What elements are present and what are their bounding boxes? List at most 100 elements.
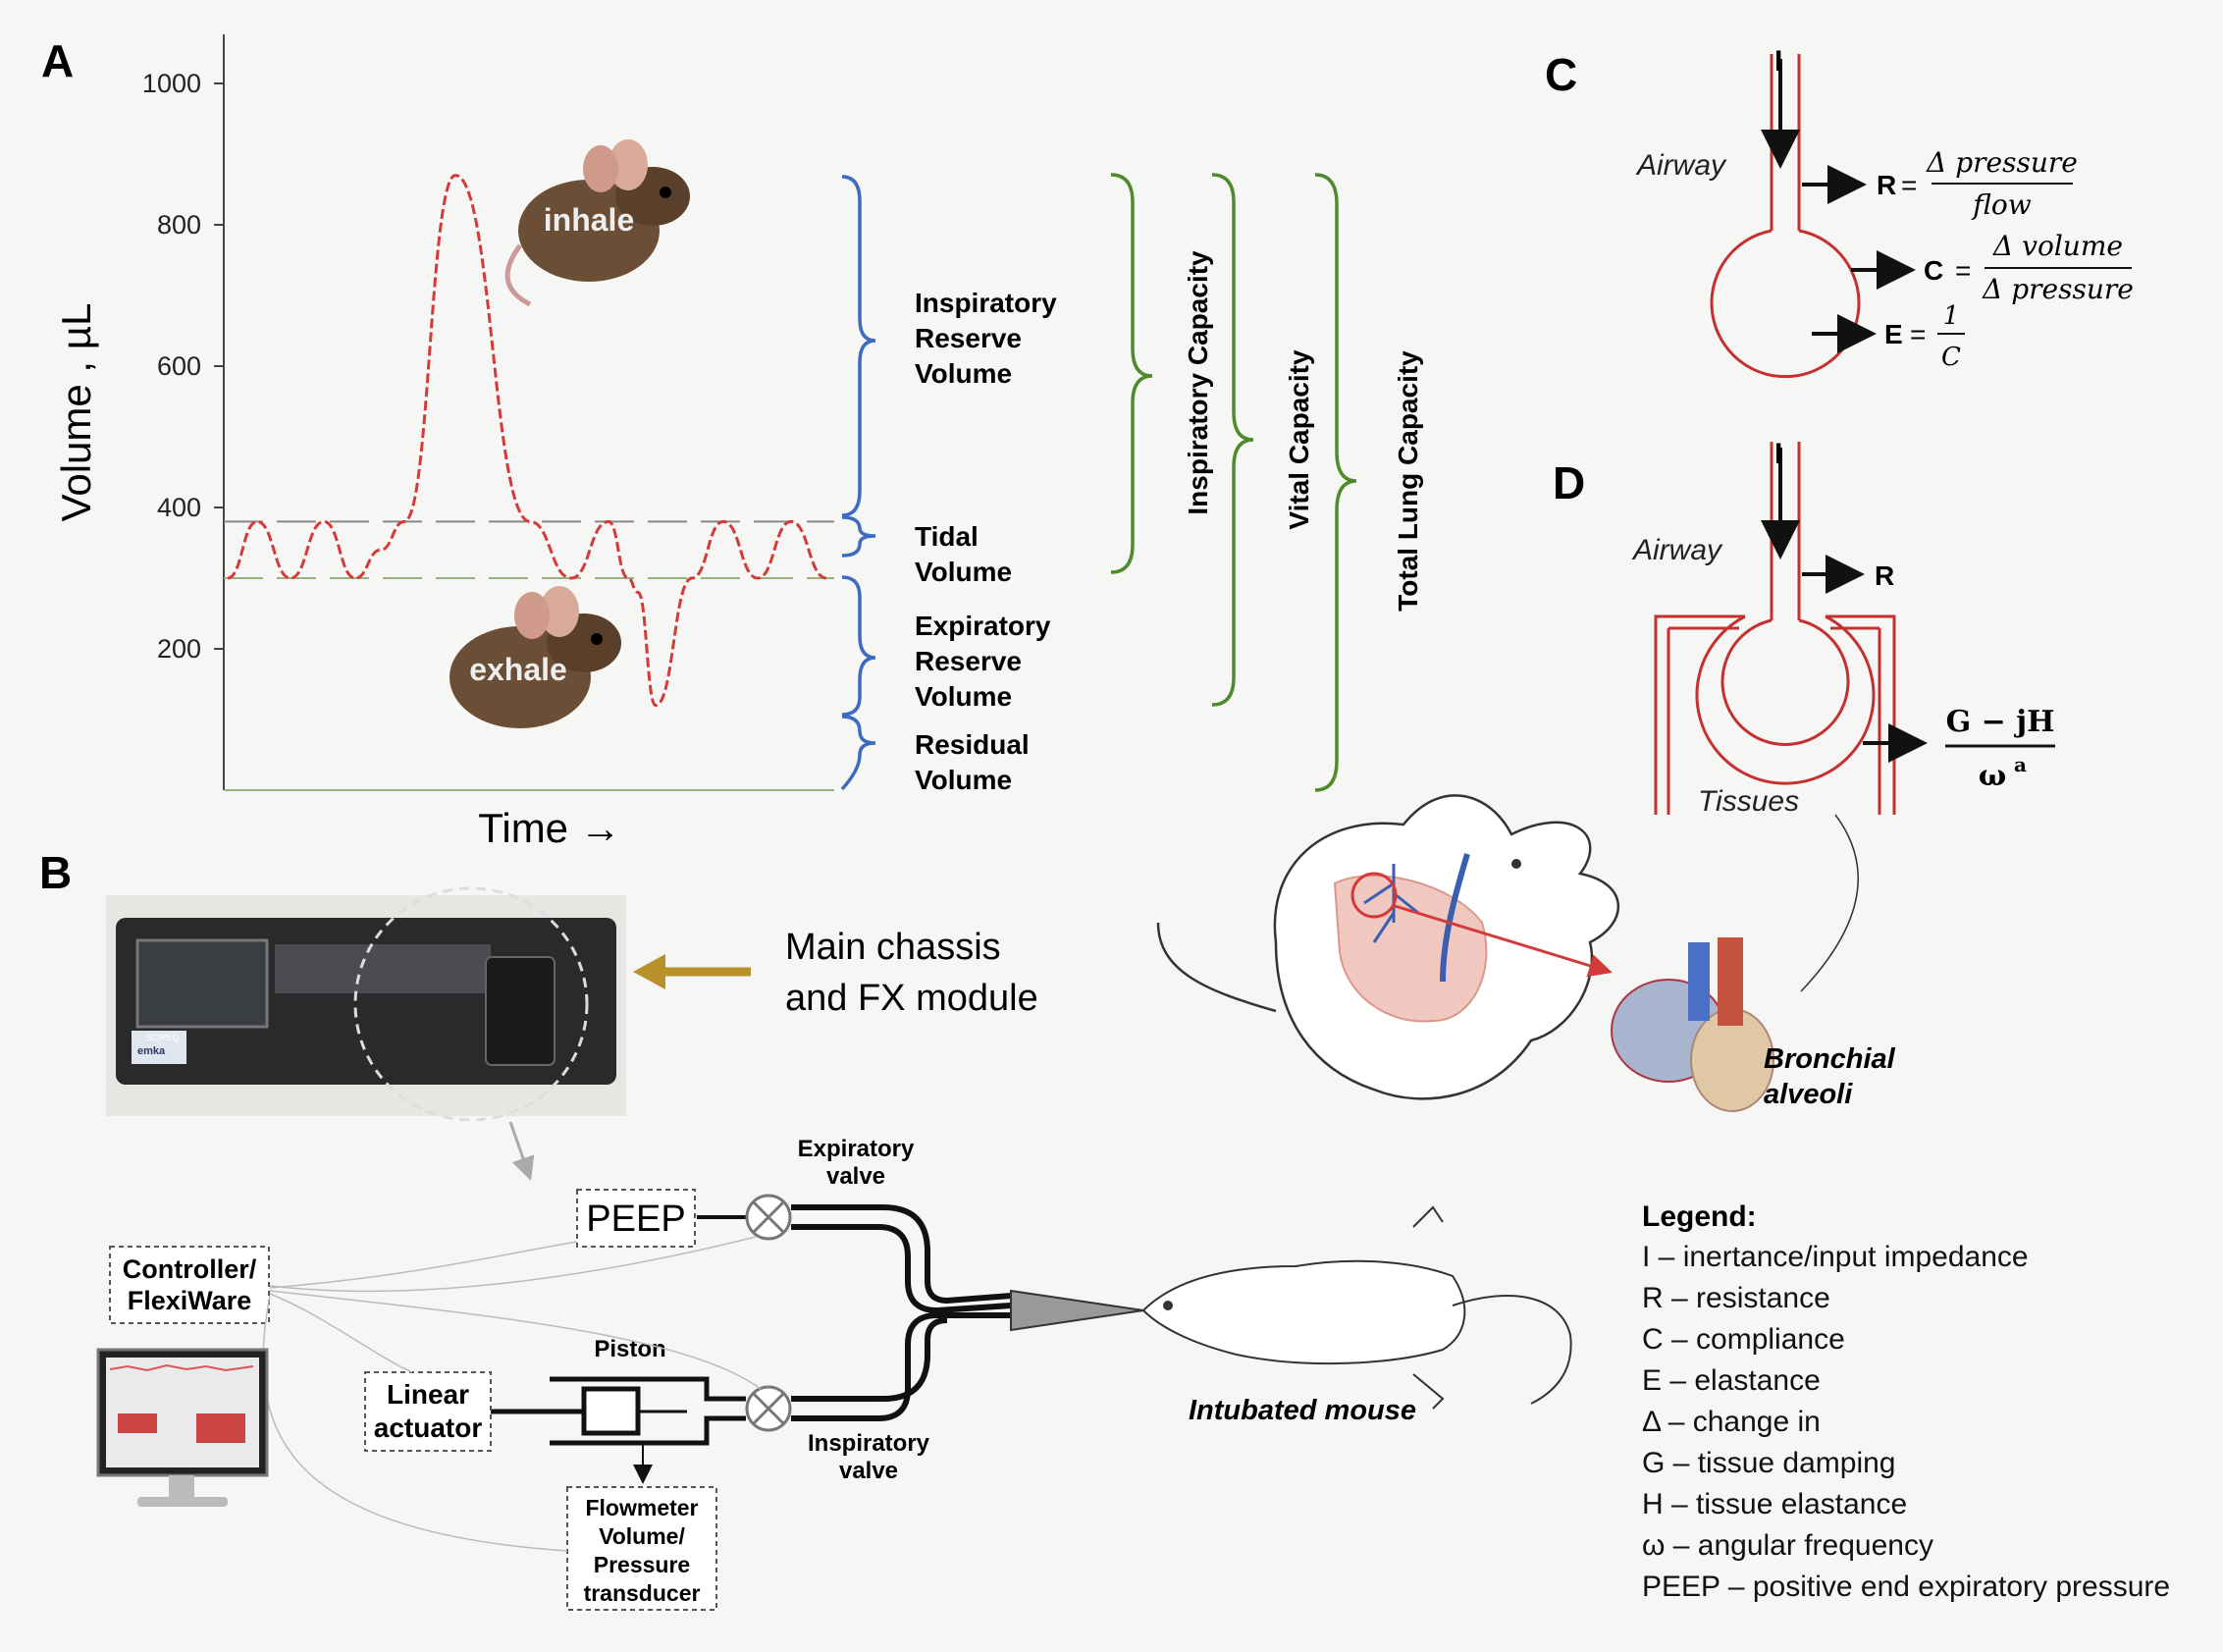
device-brand-1: SCIREQ [145,1033,180,1042]
r-numerator: Δ pressure [1926,146,2078,179]
inhale-label: inhale [544,202,634,238]
rv-line-2: Volume [915,765,1012,795]
x-axis-title: Time → [478,805,620,851]
panel-c-letter: C [1545,49,1577,100]
flowmeter-line-3: Pressure [594,1552,690,1577]
rat-lung-drawing [1156,794,1619,1100]
mouse-exhale-image: exhale [450,586,621,728]
irv-line-2: Reserve [915,323,1022,353]
main-chassis-line-1: Main chassis [785,927,1001,968]
volume-trace [227,174,827,708]
y-tick-label: 400 [157,493,201,522]
e-numerator: 1 [1943,301,1960,331]
legend-item: H – tissue elastance [1642,1488,1907,1520]
curved-pointer [1800,814,1859,992]
tissues-label: Tissues [1698,785,1799,818]
panel-b-letter: B [39,847,72,898]
legend-title: Legend: [1642,1200,1757,1233]
linear-actuator-box [364,1371,492,1452]
airway-model-d: I Airway R Tissues G − jH ω a [1631,438,2055,992]
e-denominator: C [1941,343,1961,372]
y-tick-label: 1000 [142,69,201,98]
legend-item: I – inertance/input impedance [1642,1241,2029,1273]
c-denominator: Δ pressure [1982,273,2134,305]
legend: Legend: I – inertance/input impedance R –… [1642,1200,2170,1603]
r-label-c: R [1877,170,1896,200]
c-label-c: C [1924,255,1943,286]
g-numerator: G − jH [1946,705,2055,739]
y-tick-label: 600 [157,351,201,381]
legend-item: G – tissue damping [1642,1447,1895,1479]
legend-item: PEEP – positive end expiratory pressure [1642,1571,2170,1603]
zoom-arrow [1391,903,1613,978]
linear-actuator-line-1: Linear [387,1379,469,1410]
y-ticks: 1000 800 600 400 200 [142,69,224,664]
controller-box [109,1246,270,1324]
g-den-superscript: a [2014,753,2027,776]
erv-line-3: Volume [915,681,1012,712]
r-equals: = [1901,170,1917,200]
airway-label-d: Airway [1631,534,1723,566]
volume-chart: 1000 800 600 400 200 Volume , µL Time → [53,34,834,851]
tv-line-2: Volume [915,557,1012,587]
device-brand-2: emka [137,1045,166,1057]
exp-valve-label-2: valve [826,1163,885,1190]
legend-item: E – elastance [1642,1364,1821,1397]
e-label-c: E [1884,319,1903,349]
ventilator-schematic: PEEP Expiratory valve Inspiratory valve … [96,1136,1572,1611]
y-tick-label: 800 [157,210,201,240]
flowmeter-line-2: Volume/ [599,1523,685,1549]
e-equals: = [1910,319,1926,349]
main-chassis-line-2: and FX module [785,978,1038,1019]
volume-labels: Inspiratory Reserve Volume Tidal Volume … [915,288,1057,795]
inertance-label-c: I [1774,45,1782,78]
controller-line-2: FlexiWare [128,1286,252,1315]
vital-capacity-label: Vital Capacity [1284,349,1314,530]
panel-d-letter: D [1553,457,1585,508]
capacity-braces [1110,173,1357,792]
linear-actuator-line-2: actuator [374,1412,483,1443]
chassis-photo: SCIREQ emka [106,886,626,1122]
irv-line-3: Volume [915,358,1012,389]
flowmeter-line-4: transducer [584,1580,701,1606]
legend-item: ω – angular frequency [1642,1529,1933,1562]
total-lung-capacity-label: Total Lung Capacity [1393,350,1423,612]
inertance-label-d: I [1774,438,1782,470]
controller-line-1: Controller/ [123,1254,257,1284]
tv-line-1: Tidal [915,521,979,552]
flowmeter-box [566,1486,717,1611]
y-axis-title: Volume , µL [53,303,99,522]
mouse-inhale-image: inhale [504,139,690,307]
intubated-mouse-drawing [1141,1205,1572,1410]
volume-braces [840,175,876,791]
panel-a-letter: A [41,35,74,86]
airway-label-c: Airway [1635,149,1727,182]
r-label-d: R [1875,560,1894,591]
intubated-mouse-label: Intubated mouse [1189,1395,1416,1426]
y-tick-label: 200 [157,634,201,664]
erv-line-1: Expiratory [915,611,1051,641]
legend-item: R – resistance [1642,1282,1830,1314]
piston-icon [581,1386,641,1436]
g-denominator: ω [1979,759,2007,793]
airway-model-c: I Airway R = Δ pressure flow C = Δ volum… [1635,45,2134,379]
rv-line-1: Residual [915,729,1030,760]
fx-module-highlight [353,886,589,1122]
peep-box [576,1189,696,1248]
r-denominator: flow [1971,188,2032,221]
bronchial-label-1: Bronchial [1764,1043,1896,1075]
flowmeter-line-1: Flowmeter [585,1495,698,1520]
erv-line-2: Reserve [915,646,1022,676]
alveoli-image [1611,937,1774,1112]
legend-item: Δ – change in [1642,1406,1821,1438]
computer-monitor-icon [96,1348,269,1507]
insp-valve-label-2: valve [839,1458,898,1484]
irv-line-1: Inspiratory [915,288,1057,318]
legend-item: C – compliance [1642,1323,1845,1356]
c-equals: = [1955,255,1971,286]
exp-valve-label-1: Expiratory [798,1136,915,1162]
inspiratory-capacity-label: Inspiratory Capacity [1183,250,1213,515]
insp-valve-label-1: Inspiratory [808,1430,930,1457]
peep-label: PEEP [586,1199,685,1240]
